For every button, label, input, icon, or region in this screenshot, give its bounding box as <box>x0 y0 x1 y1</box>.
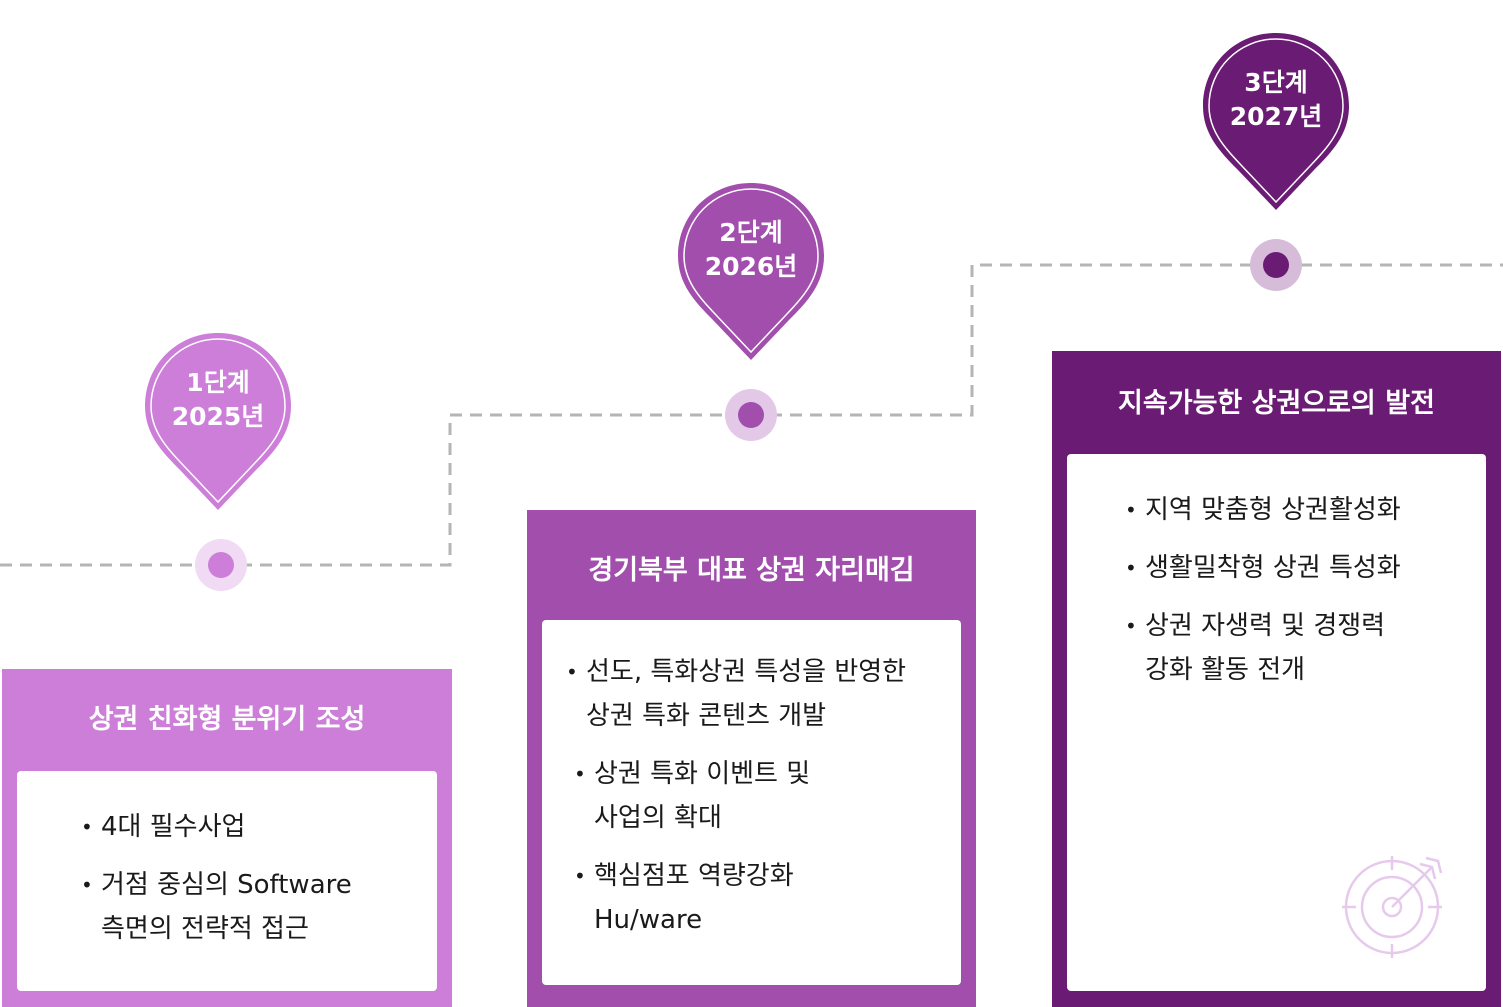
list-item: 핵심점포 역량강화 Hu/ware <box>574 854 906 942</box>
stage-2-pin: 2단계 2026년 <box>675 180 827 362</box>
list-item: 지역 맞춤형 상권활성화 <box>1125 488 1401 532</box>
list-item: 거점 중심의 Software 측면의 전략적 접근 <box>81 863 352 951</box>
list-item: 상권 특화 이벤트 및 사업의 확대 <box>574 752 906 840</box>
stage-3-card-body: 지역 맞춤형 상권활성화 생활밀착형 상권 특성화 상권 자생력 및 경쟁력 강… <box>1067 454 1486 991</box>
stage-2-step: 2단계 <box>719 218 783 247</box>
stage-1-node <box>195 539 247 591</box>
stage-1-card: 상권 친화형 분위기 조성 4대 필수사업 거점 중심의 Software 측면… <box>2 669 452 1007</box>
stage-2-title: 경기북부 대표 상권 자리매김 <box>588 555 915 586</box>
stage-3-bullets: 지역 맞춤형 상권활성화 생활밀착형 상권 특성화 상권 자생력 및 경쟁력 강… <box>1125 488 1401 706</box>
stage-2-bullets: 선도, 특화상권 특성을 반영한 상권 특화 콘텐츠 개발 상권 특화 이벤트 … <box>566 650 906 956</box>
stage-3-pin: 3단계 2027년 <box>1200 30 1352 212</box>
stage-3-node <box>1250 239 1302 291</box>
stage-3-step: 3단계 <box>1244 68 1308 97</box>
stage-2-node <box>725 389 777 441</box>
list-item: 선도, 특화상권 특성을 반영한 상권 특화 콘텐츠 개발 <box>566 650 906 738</box>
stage-2-card: 경기북부 대표 상권 자리매김 선도, 특화상권 특성을 반영한 상권 특화 콘… <box>527 510 976 1007</box>
target-arrow-icon <box>1342 856 1443 958</box>
stage-3-title: 지속가능한 상권으로의 발전 <box>1118 388 1435 419</box>
list-item: 4대 필수사업 <box>81 805 352 849</box>
stage-1-card-body: 4대 필수사업 거점 중심의 Software 측면의 전략적 접근 <box>17 771 437 991</box>
stage-3-card: 지속가능한 상권으로의 발전 지역 맞춤형 상권활성화 생활밀착형 상권 특성화… <box>1052 351 1501 1007</box>
stage-1-year: 2025년 <box>171 402 265 431</box>
stage-1-bullets: 4대 필수사업 거점 중심의 Software 측면의 전략적 접근 <box>81 805 352 965</box>
list-item: 상권 자생력 및 경쟁력 강화 활동 전개 <box>1125 604 1401 692</box>
stage-3-year: 2027년 <box>1229 102 1323 131</box>
stage-2-year: 2026년 <box>704 252 798 281</box>
stage-2-card-body: 선도, 특화상권 특성을 반영한 상권 특화 콘텐츠 개발 상권 특화 이벤트 … <box>542 620 961 985</box>
stage-1-title: 상권 친화형 분위기 조성 <box>88 704 366 735</box>
stage-1-pin: 1단계 2025년 <box>142 330 294 512</box>
stage-1-step: 1단계 <box>186 368 250 397</box>
list-item: 생활밀착형 상권 특성화 <box>1125 546 1401 590</box>
